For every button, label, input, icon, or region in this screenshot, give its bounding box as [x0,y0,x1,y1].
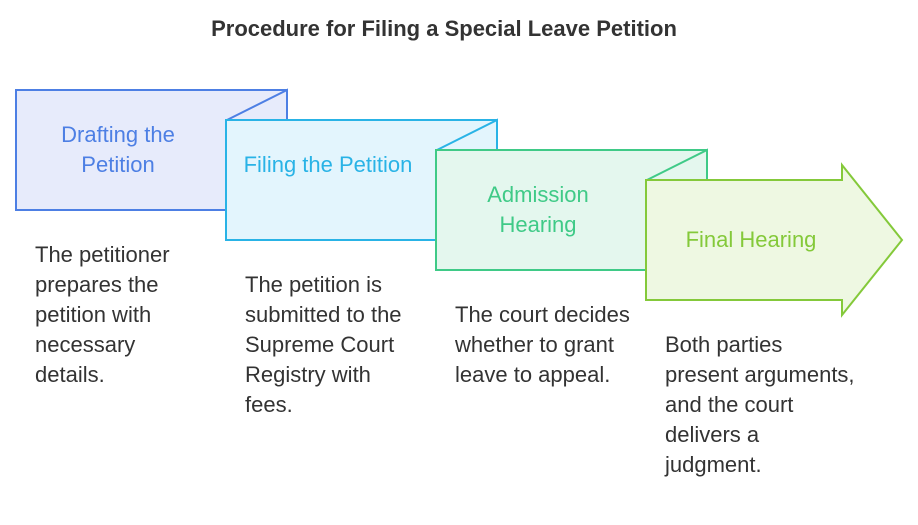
step-1-label: Drafting the Petition [61,122,175,177]
step-2-label: Filing the Petition [243,152,413,177]
step-3-label: Admission Hearing [487,182,589,237]
step-2-description: The petition is submitted to the Supreme… [245,272,402,417]
diagram-title: Procedure for Filing a Special Leave Pet… [211,16,677,41]
step-3-description: The court decides whether to grant leave… [455,302,630,387]
step-4-arrow [645,162,904,318]
step-4-label: Final Hearing [685,227,817,252]
step-1-description: The petitioner prepares the petition wit… [35,242,170,387]
step-4-description: Both parties present arguments, and the … [665,332,855,477]
